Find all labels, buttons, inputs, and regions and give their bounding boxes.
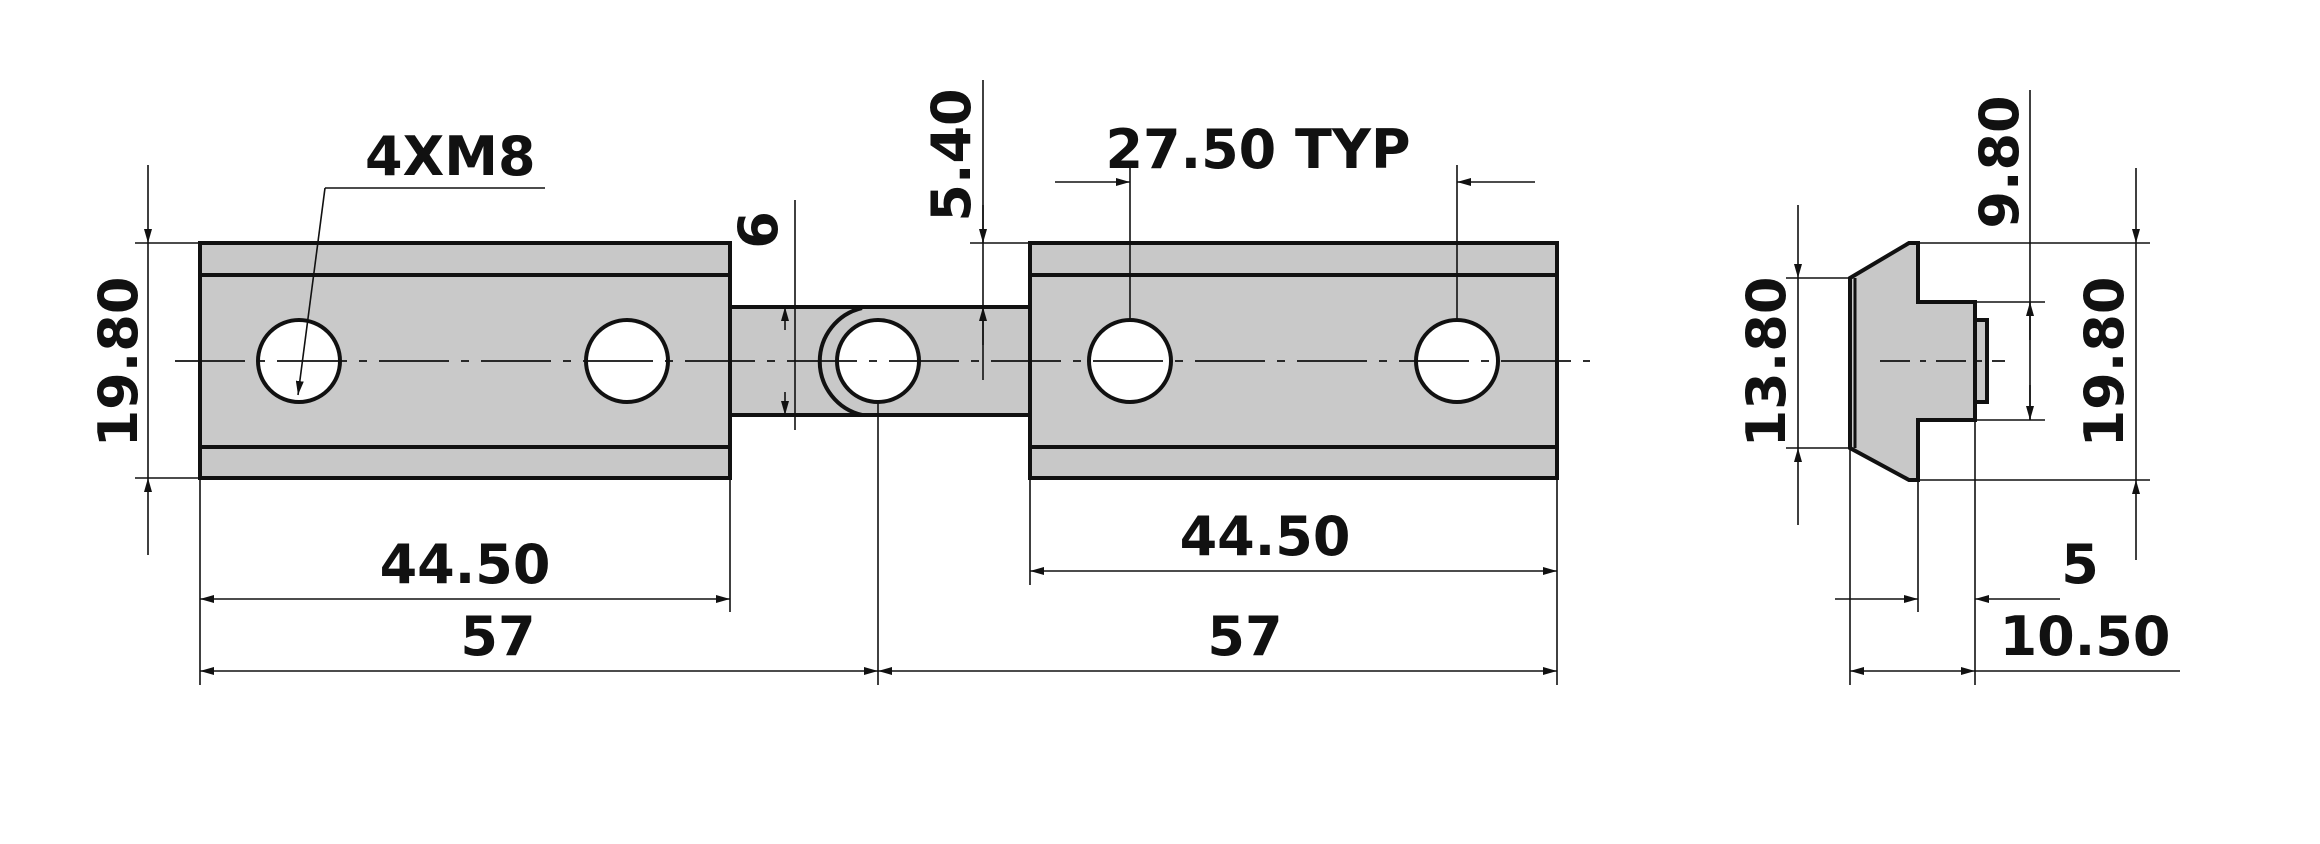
front-view: 4XM8 19.80 9 5.40 27.50 TYP 44.50 <box>87 80 1590 685</box>
dim-side-top: 9.80 <box>1968 95 2031 228</box>
dim-offset: 5.40 <box>920 88 983 221</box>
dim-neck-width: 9 <box>725 211 788 249</box>
dim-height-left: 19.80 <box>87 277 150 448</box>
dim-hole-pitch: 27.50 TYP <box>1105 118 1410 181</box>
dim-right-inner: 44.50 <box>1180 505 1351 568</box>
dim-left-inner: 44.50 <box>380 533 551 596</box>
dim-side-height-right: 19.80 <box>2073 277 2136 448</box>
dim-side-width: 10.50 <box>2000 605 2171 668</box>
dim-left-outer: 57 <box>460 605 535 668</box>
dim-side-height-outer: 13.80 <box>1735 277 1798 448</box>
leader-line <box>295 187 326 396</box>
dim-right-outer: 57 <box>1207 605 1282 668</box>
dim-side-depth: 5 <box>2061 533 2099 596</box>
thread-callout: 4XM8 <box>365 125 536 188</box>
side-view: 13.80 9.80 19.80 5 10.50 <box>1735 90 2180 685</box>
